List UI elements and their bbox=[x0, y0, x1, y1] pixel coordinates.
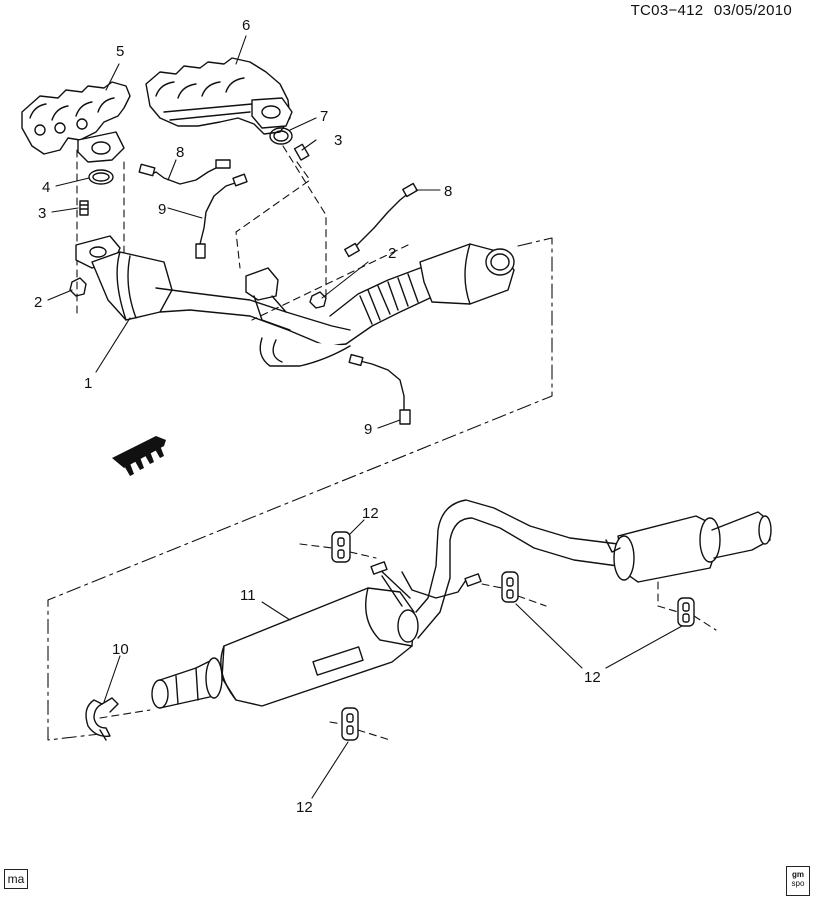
front-pipe-catalytic-converter-assembly bbox=[75, 235, 515, 367]
oxygen-sensor-upper-left bbox=[138, 159, 231, 185]
muffler-tailpipe-assembly bbox=[151, 499, 772, 709]
callout-8-left: 8 bbox=[176, 144, 184, 161]
flange-nut-left bbox=[69, 277, 87, 297]
exhaust-hanger-right bbox=[677, 597, 695, 627]
left-manifold-gasket bbox=[88, 169, 114, 185]
callout-2-right: 2 bbox=[388, 245, 396, 262]
callout-10: 10 bbox=[112, 641, 129, 658]
diagram-date: 03/05/2010 bbox=[713, 2, 792, 19]
left-exhaust-manifold bbox=[21, 81, 131, 163]
oxygen-sensor-upper-right bbox=[344, 182, 418, 258]
manifold-stud-right bbox=[293, 143, 310, 161]
assembly-boundary-line bbox=[47, 237, 553, 741]
callout-labels: 1 2 2 3 3 4 5 6 7 8 8 9 9 10 11 12 12 12 bbox=[34, 17, 601, 816]
callout-3-left: 3 bbox=[38, 205, 46, 222]
callout-12-right: 12 bbox=[584, 669, 601, 686]
oxygen-sensor-lower-right bbox=[348, 353, 411, 425]
callout-1: 1 bbox=[84, 375, 92, 392]
ma-badge: ma bbox=[4, 869, 28, 889]
alignment-lines-lower bbox=[99, 543, 717, 741]
callout-11: 11 bbox=[240, 587, 256, 604]
callout-9-lower: 9 bbox=[364, 421, 372, 438]
gm-spo-logo: gm spo bbox=[786, 866, 810, 896]
right-manifold-gasket bbox=[269, 127, 293, 145]
right-exhaust-manifold bbox=[145, 57, 293, 135]
callout-5: 5 bbox=[116, 43, 124, 60]
alignment-lines-upper bbox=[76, 145, 409, 321]
callout-6: 6 bbox=[242, 17, 250, 34]
manifold-stud-left bbox=[79, 200, 89, 216]
oxygen-sensor-lower-left bbox=[195, 173, 248, 259]
diagram-header: TC03−412 03/05/2010 bbox=[625, 2, 792, 19]
exhaust-hanger-lower bbox=[341, 707, 359, 741]
callout-2-left: 2 bbox=[34, 294, 42, 311]
callout-4: 4 bbox=[42, 179, 50, 196]
vehicle-front-direction-icon bbox=[112, 436, 166, 476]
callout-3-right: 3 bbox=[334, 132, 342, 149]
diagram-code: TC03−412 bbox=[630, 2, 704, 19]
gm-logo-text: gm bbox=[792, 870, 804, 879]
callout-12-lower: 12 bbox=[296, 799, 313, 816]
leader-lines bbox=[47, 35, 683, 799]
callout-8-right: 8 bbox=[444, 183, 452, 200]
callout-9-upper: 9 bbox=[158, 201, 166, 218]
callout-12-upper: 12 bbox=[362, 505, 379, 522]
exhaust-hanger-middle bbox=[501, 571, 519, 603]
exhaust-hanger-upper-left bbox=[331, 531, 351, 563]
spo-logo-text: spo bbox=[791, 879, 805, 888]
flange-nut-right bbox=[309, 291, 327, 309]
exhaust-clamp bbox=[85, 697, 119, 741]
callout-7: 7 bbox=[320, 108, 328, 125]
